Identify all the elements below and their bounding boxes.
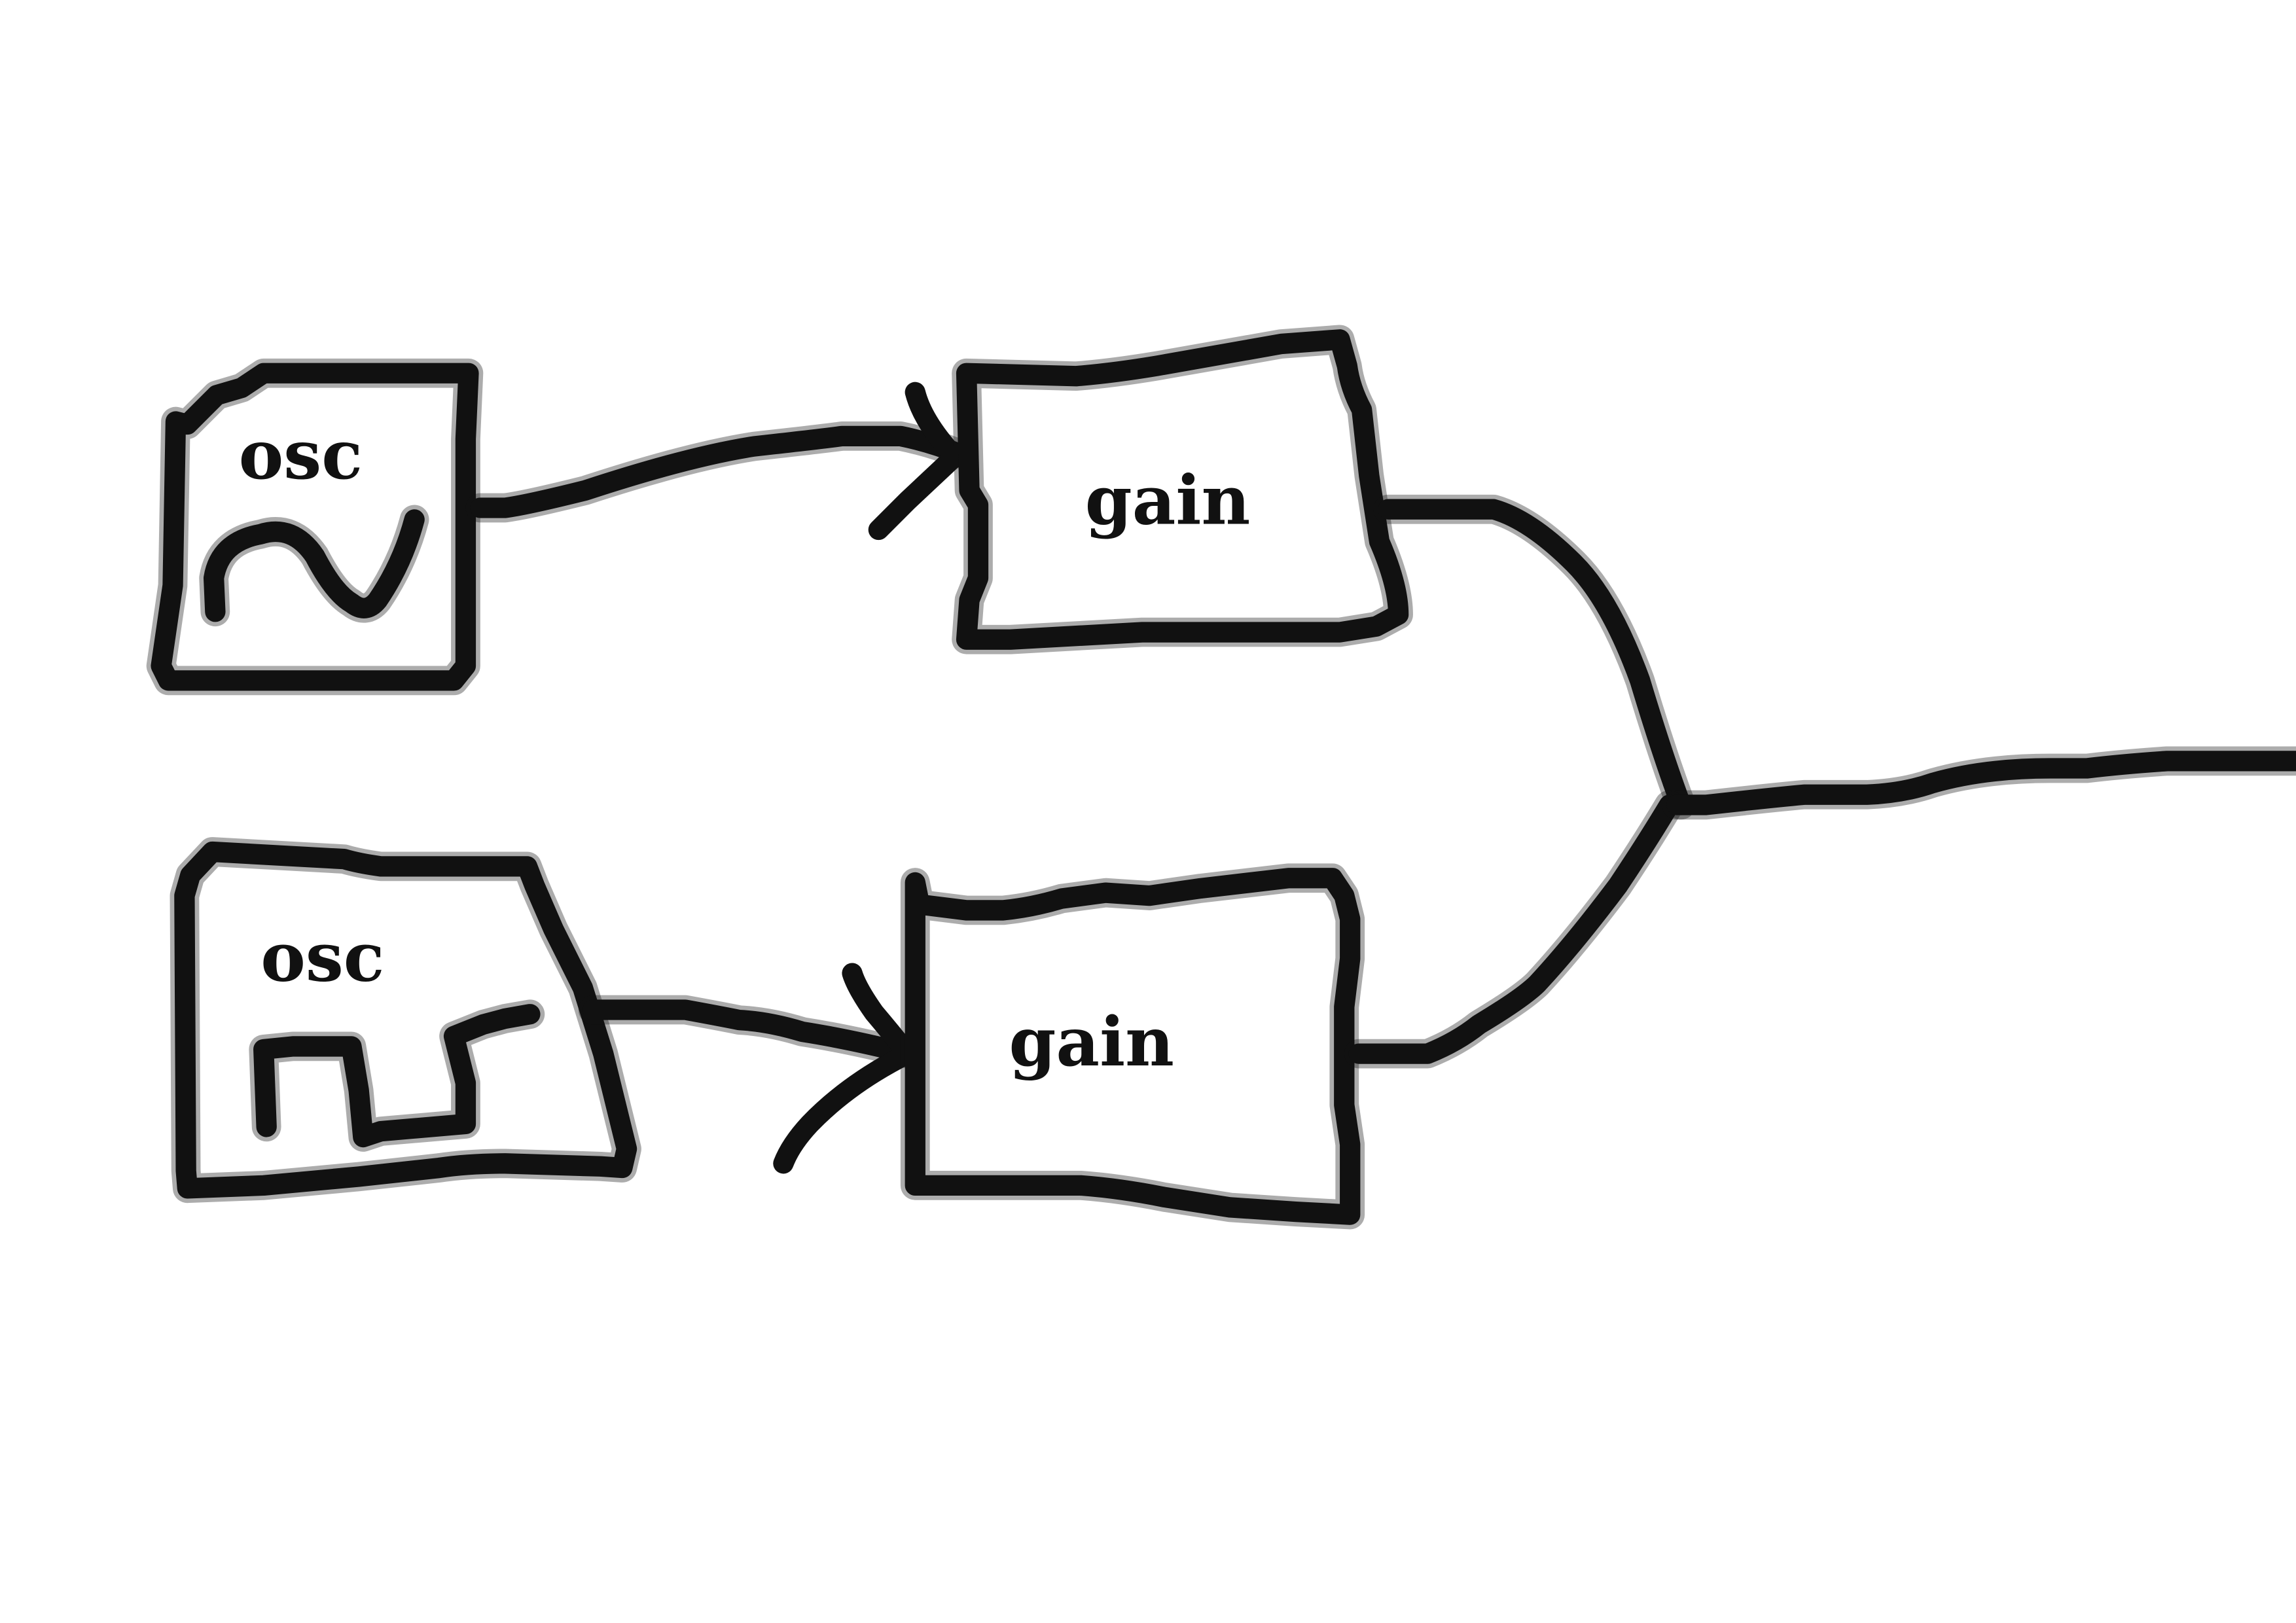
osc-sine-node: osc bbox=[146, 358, 484, 696]
gain-top-box bbox=[956, 329, 1409, 650]
osc-square-box bbox=[174, 841, 637, 1199]
edge-mix-to-output bbox=[1662, 746, 2296, 820]
square-wave-icon bbox=[249, 999, 545, 1152]
gain-bottom-label: gain bbox=[1009, 1003, 1174, 1082]
arrowhead bbox=[868, 382, 965, 541]
edge-osc-square-to-gain-bottom bbox=[578, 963, 923, 1174]
edge-osc-sine-to-gain-top bbox=[465, 382, 974, 541]
osc-square-node: osc bbox=[170, 837, 641, 1204]
gain-top-node: gain bbox=[952, 325, 1413, 654]
edge-gain-bottom-to-mix bbox=[1344, 790, 1684, 1069]
osc-square-label: osc bbox=[260, 918, 384, 997]
osc-sine-box bbox=[151, 363, 479, 691]
sine-wave-icon bbox=[199, 505, 429, 627]
osc-sine-label: osc bbox=[239, 416, 363, 495]
gain-top-label: gain bbox=[1085, 461, 1251, 541]
gain-bottom-node: gain bbox=[900, 863, 1365, 1230]
gain-bottom-box bbox=[905, 868, 1361, 1225]
arrowhead bbox=[773, 963, 918, 1174]
edge-gain-top-to-mix bbox=[1373, 494, 1696, 820]
